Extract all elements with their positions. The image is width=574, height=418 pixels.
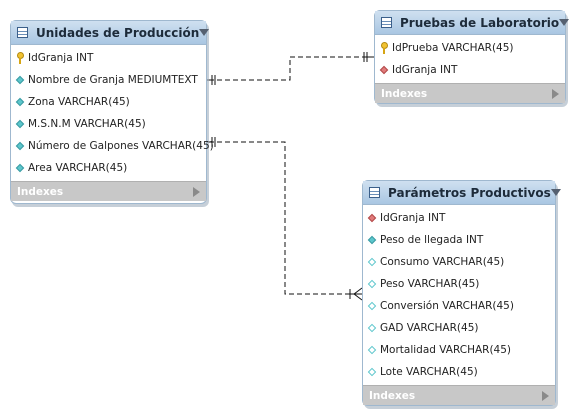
table-header[interactable]: Pruebas de Laboratorio (375, 11, 570, 35)
indexes-label: Indexes (369, 389, 416, 402)
column-list: IdGranja INT Peso de llegada INT Consumo… (363, 205, 555, 385)
column-label: IdPrueba VARCHAR(45) (392, 42, 514, 54)
primary-key-icon (380, 42, 388, 54)
collapse-arrow-icon[interactable] (550, 189, 561, 196)
nullable-column-icon (368, 280, 376, 288)
table-pruebas-de-laboratorio[interactable]: Pruebas de Laboratorio IdPrueba VARCHAR(… (374, 10, 570, 104)
collapse-arrow-icon[interactable] (199, 29, 210, 36)
column-row[interactable]: Zona VARCHAR(45) (11, 91, 206, 113)
indexes-section[interactable]: Indexes (375, 83, 565, 103)
nullable-column-icon (368, 302, 376, 310)
table-title: Parámetros Productivos (388, 185, 551, 200)
column-row[interactable]: IdGranja INT (375, 59, 565, 81)
column-row[interactable]: Número de Galpones VARCHAR(45) (11, 135, 214, 157)
column-label: IdGranja INT (380, 212, 446, 224)
column-label: Lote VARCHAR(45) (380, 366, 478, 378)
column-label: IdGranja INT (28, 52, 94, 64)
table-header[interactable]: Parámetros Productivos (363, 181, 561, 205)
not-null-column-icon (368, 236, 376, 244)
nullable-column-icon (368, 346, 376, 354)
column-label: Peso de llegada INT (380, 234, 484, 246)
relationship-unidades-pruebas (205, 52, 374, 85)
indexes-section[interactable]: Indexes (363, 385, 555, 405)
column-row[interactable]: Mortalidad VARCHAR(45) (363, 339, 555, 361)
column-row[interactable]: Nombre de Granja MEDIUMTEXT (11, 69, 206, 91)
column-row[interactable]: Lote VARCHAR(45) (363, 361, 555, 383)
foreign-key-icon (368, 214, 376, 222)
table-icon (381, 17, 392, 28)
column-label: Area VARCHAR(45) (28, 162, 128, 174)
column-row[interactable]: IdPrueba VARCHAR(45) (375, 37, 565, 59)
table-parametros-productivos[interactable]: Parámetros Productivos IdGranja INT Peso… (362, 180, 561, 406)
nullable-column-icon (368, 258, 376, 266)
table-icon (369, 187, 380, 198)
indexes-label: Indexes (17, 185, 64, 198)
foreign-key-icon (380, 66, 388, 74)
expand-arrow-icon[interactable] (542, 390, 549, 401)
indexes-section[interactable]: Indexes (11, 181, 206, 201)
table-unidades-de-produccion[interactable]: Unidades de Producción IdGranja INT Nomb… (10, 20, 214, 204)
column-label: Peso VARCHAR(45) (380, 278, 480, 290)
table-title: Pruebas de Laboratorio (400, 15, 560, 30)
column-row[interactable]: IdGranja INT (363, 207, 555, 229)
column-row[interactable]: M.S.N.M VARCHAR(45) (11, 113, 206, 135)
table-header[interactable]: Unidades de Producción (11, 21, 210, 45)
column-list: IdGranja INT Nombre de Granja MEDIUMTEXT… (11, 45, 214, 181)
nullable-column-icon (368, 324, 376, 332)
column-label: GAD VARCHAR(45) (380, 322, 479, 334)
column-row[interactable]: Area VARCHAR(45) (11, 157, 206, 179)
column-list: IdPrueba VARCHAR(45) IdGranja INT (375, 35, 565, 83)
not-null-column-icon (16, 76, 24, 84)
column-label: M.S.N.M VARCHAR(45) (28, 118, 146, 130)
expand-arrow-icon[interactable] (193, 186, 200, 197)
primary-key-icon (16, 52, 24, 64)
column-label: Zona VARCHAR(45) (28, 96, 130, 108)
column-row[interactable]: Conversión VARCHAR(45) (363, 295, 555, 317)
column-row[interactable]: GAD VARCHAR(45) (363, 317, 555, 339)
expand-arrow-icon[interactable] (552, 88, 559, 99)
relationship-unidades-parametros (205, 137, 363, 301)
table-icon (17, 27, 28, 38)
column-row[interactable]: Peso VARCHAR(45) (363, 273, 555, 295)
table-title: Unidades de Producción (36, 25, 200, 40)
column-row[interactable]: IdGranja INT (11, 47, 206, 69)
not-null-column-icon (16, 120, 24, 128)
not-null-column-icon (16, 164, 24, 172)
collapse-arrow-icon[interactable] (559, 19, 570, 26)
column-label: IdGranja INT (392, 64, 458, 76)
column-label: Número de Galpones VARCHAR(45) (28, 140, 214, 152)
column-label: Mortalidad VARCHAR(45) (380, 344, 512, 356)
column-label: Consumo VARCHAR(45) (380, 256, 505, 268)
nullable-column-icon (368, 368, 376, 376)
not-null-column-icon (16, 98, 24, 106)
column-row[interactable]: Consumo VARCHAR(45) (363, 251, 555, 273)
column-label: Nombre de Granja MEDIUMTEXT (28, 74, 198, 86)
indexes-label: Indexes (381, 87, 428, 100)
column-row[interactable]: Peso de llegada INT (363, 229, 555, 251)
not-null-column-icon (16, 142, 24, 150)
column-label: Conversión VARCHAR(45) (380, 300, 514, 312)
